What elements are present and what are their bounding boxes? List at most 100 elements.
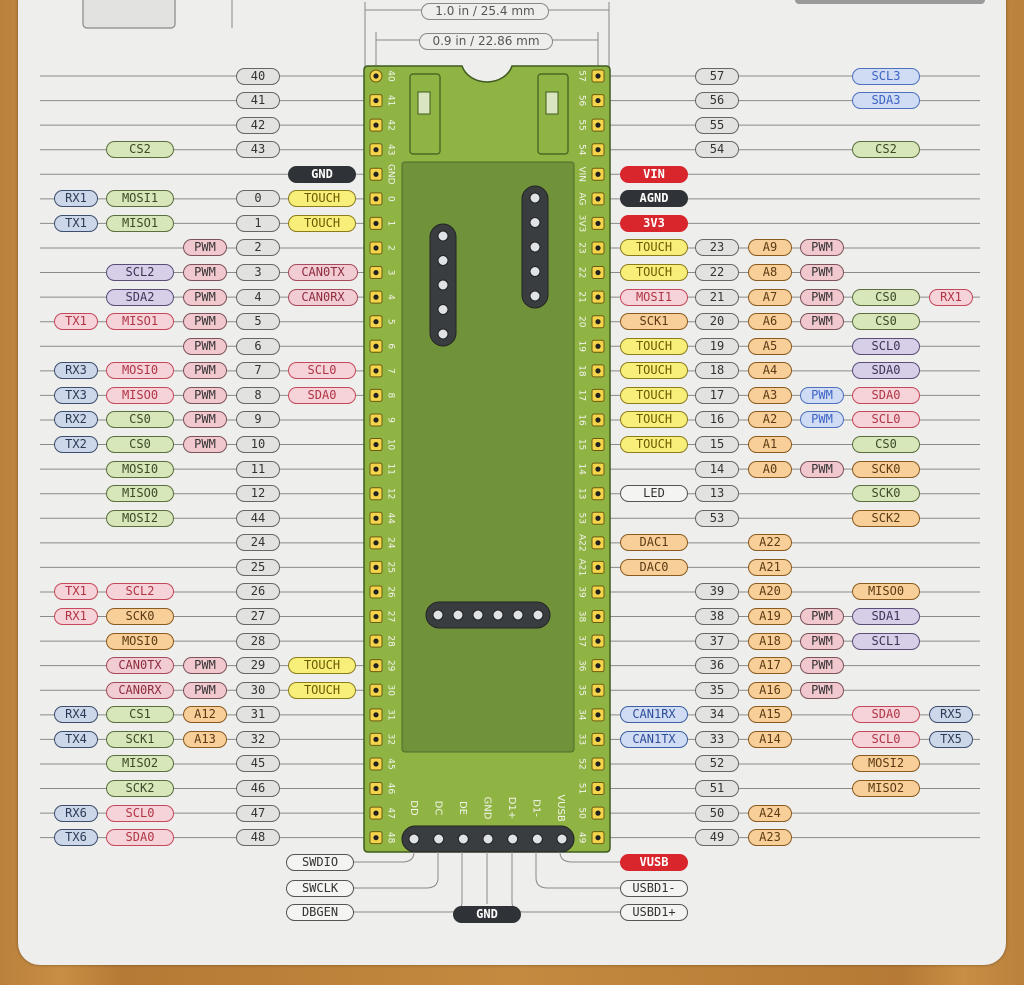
pin-function-left: PWM	[183, 313, 227, 331]
pin-function-left: MOSI0	[106, 362, 174, 380]
pin-function-right: 3V3	[620, 214, 688, 232]
silk-label-left: 40	[386, 70, 396, 82]
pin-hole	[595, 147, 601, 153]
silk-label-left: GND	[386, 164, 396, 185]
silk-label-bottom: DC	[433, 801, 444, 816]
silk-label-left: 2	[386, 245, 396, 251]
pin-function-right: SCL1	[852, 632, 920, 650]
pin-function-left: SCL0	[106, 804, 174, 822]
corner-dark-box	[795, 0, 985, 4]
silk-label-bottom: DD	[408, 800, 419, 816]
pin-hole	[595, 171, 601, 177]
pin-hole	[373, 638, 379, 644]
switch-outline	[409, 73, 441, 155]
pin-function-left: CAN0TX	[106, 657, 174, 675]
pin-number-left: 32	[236, 730, 280, 748]
pin-function-right: A18	[748, 632, 792, 650]
pin-function-right: A24	[748, 804, 792, 822]
pin-number-left: 2	[236, 239, 280, 257]
pin-function-left: SCL2	[106, 583, 174, 601]
pin-number-left: 5	[236, 313, 280, 331]
pin-number-left: 30	[236, 681, 280, 699]
pin-number-left: 44	[236, 509, 280, 527]
pin-function-right: SCL0	[852, 730, 920, 748]
silk-label-right: 23	[577, 242, 587, 253]
pin-function-right: SCK2	[852, 509, 920, 527]
pin-function-right: PWM	[800, 313, 844, 331]
pin-number-left: 47	[236, 804, 280, 822]
silk-label-right: 53	[577, 513, 587, 524]
pin-hole	[373, 147, 379, 153]
pin-number-right: 51	[695, 780, 739, 798]
pin-function-right: A9	[748, 239, 792, 257]
pin-function-right: SDA0	[852, 386, 920, 404]
pin-hole	[373, 319, 379, 325]
pin-number-left: 26	[236, 583, 280, 601]
silk-label-left: 24	[386, 537, 396, 549]
pin-function-right: TOUCH	[620, 362, 688, 380]
pin-function-right: TX5	[929, 730, 973, 748]
pin-function-left: PWM	[183, 681, 227, 699]
pin-hole	[373, 368, 379, 374]
pin-function-right: A20	[748, 583, 792, 601]
pin-hole	[373, 441, 379, 448]
pin-number-right: 54	[695, 141, 739, 159]
pin-function-right: DAC0	[620, 558, 688, 576]
pin-function-left: TOUCH	[288, 214, 356, 232]
silk-label-right: 13	[577, 488, 587, 499]
pin-function-left: MISO1	[106, 214, 174, 232]
pin-function-right: VIN	[620, 165, 688, 183]
pin-function-left: MISO0	[106, 485, 174, 503]
pin-function-right: SCL3	[852, 67, 920, 85]
pin-function-right: SDA1	[852, 608, 920, 626]
pin-number-right: 13	[695, 485, 739, 503]
pin-hole	[595, 491, 601, 497]
pin-function-right: SCK0	[852, 460, 920, 478]
pin-number-right: 57	[695, 67, 739, 85]
pin-function-left: TOUCH	[288, 681, 356, 699]
pin-hole	[373, 540, 379, 546]
silk-label-right: A22	[577, 534, 587, 552]
pin-hole	[373, 245, 379, 251]
silk-label-left: 1	[386, 221, 396, 227]
pin-function-left: MISO1	[106, 313, 174, 331]
pin-number-right: 20	[695, 313, 739, 331]
pin-function-left: SCL0	[288, 362, 356, 380]
pin-function-left: TX1	[54, 214, 98, 232]
pin-number-left: 7	[236, 362, 280, 380]
pin-function-right: PWM	[800, 386, 844, 404]
pin-function-left: SDA0	[106, 829, 174, 847]
silk-label-bottom: VUSB	[555, 794, 566, 822]
pin-function-left: MISO2	[106, 755, 174, 773]
pin-function-right: A3	[748, 386, 792, 404]
silk-label-bottom: DE	[457, 801, 468, 815]
pin-function-left: SDA0	[288, 386, 356, 404]
silk-label-left: 6	[386, 343, 396, 349]
pin-function-left: TOUCH	[288, 190, 356, 208]
pin-function-right: PWM	[800, 632, 844, 650]
pin-hole	[595, 589, 601, 595]
pin-hole	[595, 564, 601, 571]
pin-hole	[595, 712, 601, 718]
pin-function-right: CS2	[852, 141, 920, 159]
pin-number-left: 43	[236, 141, 280, 159]
pin-hole	[595, 392, 601, 399]
pin-number-left: 28	[236, 632, 280, 650]
pad-dot	[507, 833, 519, 845]
dimension-outer-label: 1.0 in / 25.4 mm	[421, 3, 549, 20]
pin-function-left: MOSI2	[106, 509, 174, 527]
pin-function-right: A5	[748, 337, 792, 355]
pad-dot	[512, 609, 524, 621]
pin-hole	[595, 810, 601, 816]
pin-number-left: 24	[236, 534, 280, 552]
pin-hole	[373, 613, 379, 620]
pin-number-right: 18	[695, 362, 739, 380]
pad-dot	[529, 217, 541, 228]
silk-label-left: 25	[386, 562, 396, 573]
pin-hole	[373, 712, 379, 718]
pin-function-right: PWM	[800, 288, 844, 306]
pin-number-right: 38	[695, 608, 739, 626]
silk-label-left: 29	[386, 660, 396, 672]
pin-function-left: GND	[288, 165, 356, 183]
pad-dot	[556, 833, 568, 845]
